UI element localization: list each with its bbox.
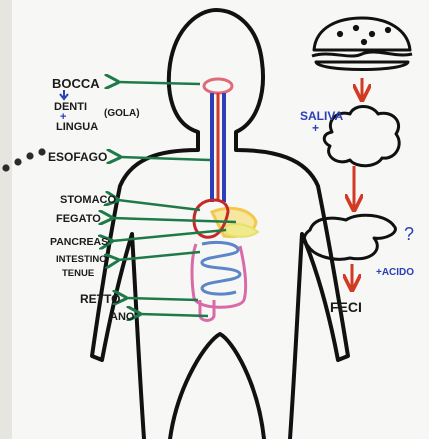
label-question: ? — [404, 224, 414, 244]
label-bocca: BOCCA — [52, 76, 100, 91]
label-saliva: SALIVA — [300, 109, 343, 123]
label-denti: DENTI — [54, 101, 87, 113]
label-lingua: LINGUA — [56, 121, 98, 133]
label-esofago: ESOFAGO — [48, 150, 107, 164]
label-intestino: INTESTINO — [56, 254, 107, 265]
label-feci: FECI — [330, 299, 362, 315]
label-plus-2: + — [312, 121, 319, 135]
label-tenue: TENUE — [62, 268, 94, 279]
paper-edge — [0, 0, 12, 439]
label-retto: RETTO — [80, 292, 120, 306]
label-acido: +ACIDO — [376, 267, 414, 278]
label-ano: ANO — [110, 311, 135, 323]
label-stomaco: STOMACO — [60, 194, 116, 206]
label-gola: (GOLA) — [104, 108, 140, 119]
label-fegato: FEGATO — [56, 213, 101, 225]
label-pancreas: PANCREAS — [50, 236, 108, 248]
